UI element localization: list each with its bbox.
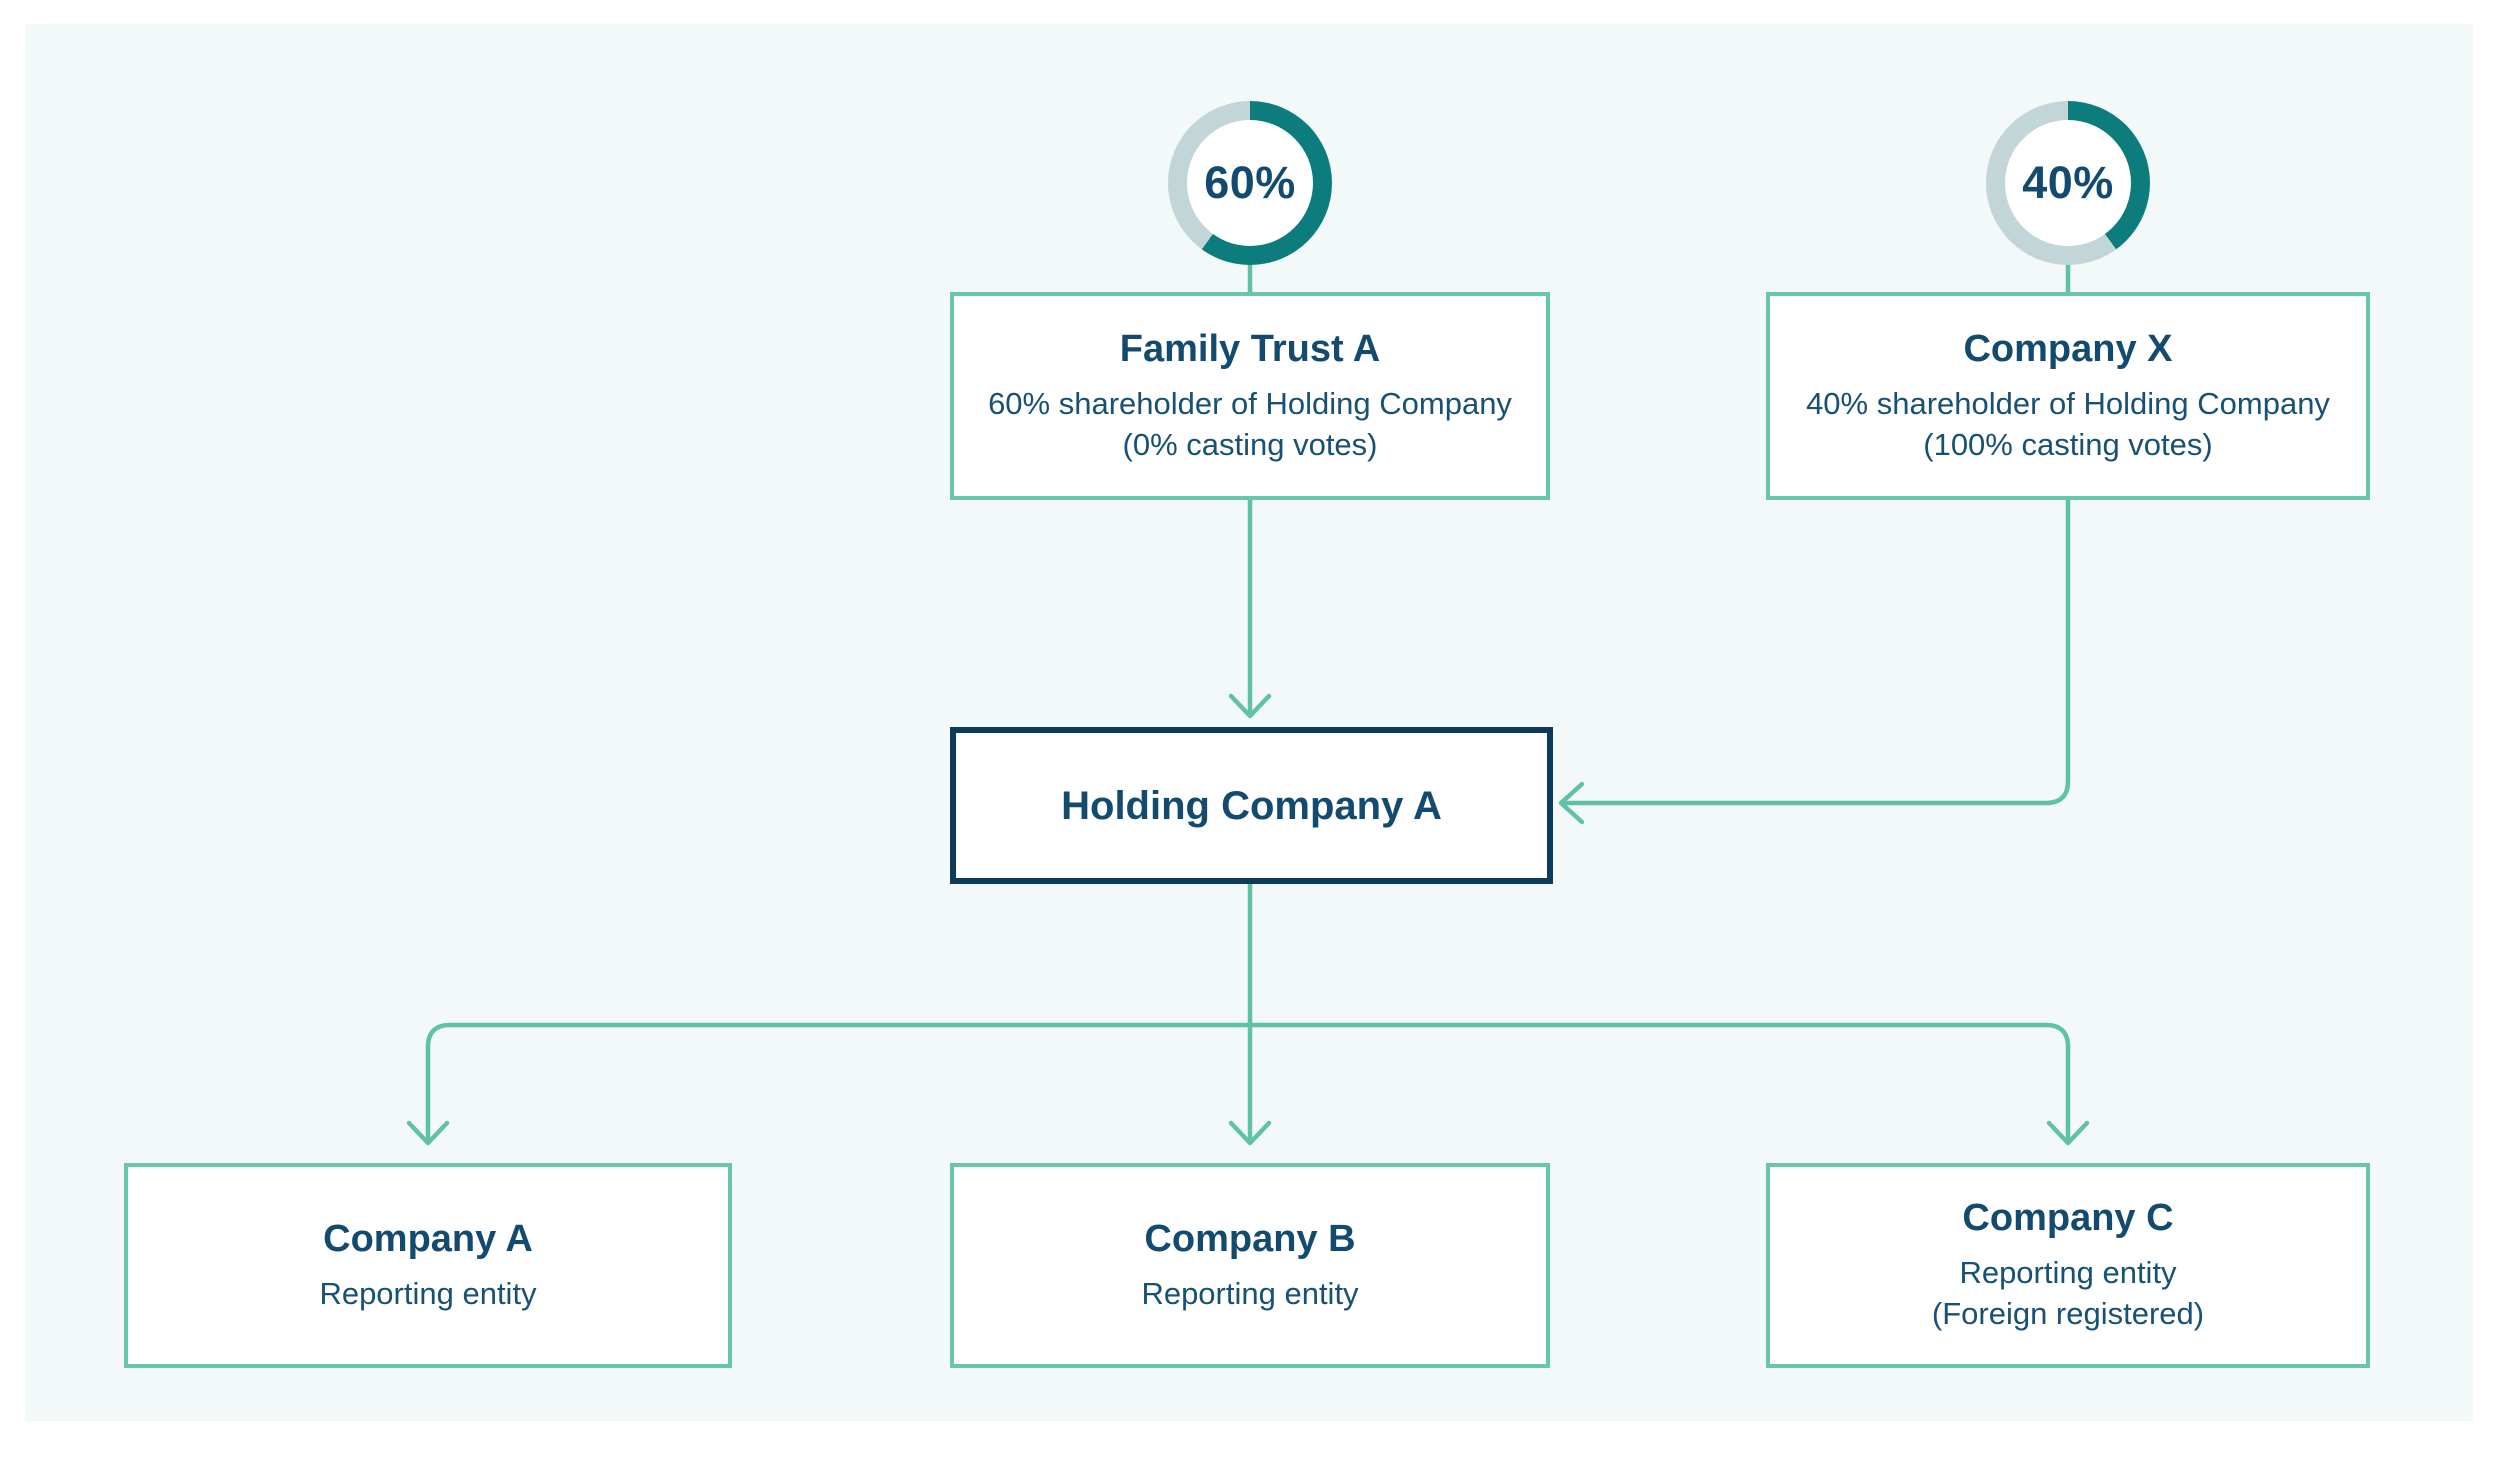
node-company-x: Company X 40% shareholder of Holding Com… <box>1766 292 2370 500</box>
node-company-c: Company C Reporting entity (Foreign regi… <box>1766 1163 2370 1368</box>
donut-60-label: 60% <box>1204 157 1296 208</box>
company-x-title: Company X <box>1963 327 2173 370</box>
node-family-trust-a: Family Trust A 60% shareholder of Holdin… <box>950 292 1550 500</box>
donut-40-hole: 40% <box>2005 120 2131 246</box>
donut-60-hole: 60% <box>1187 120 1313 246</box>
node-company-b: Company B Reporting entity <box>950 1163 1550 1368</box>
node-company-a: Company A Reporting entity <box>124 1163 732 1368</box>
company-c-line-1: Reporting entity <box>1959 1255 2177 1291</box>
node-holding-company-a: Holding Company A <box>950 727 1553 884</box>
donut-40-label: 40% <box>2022 157 2114 208</box>
company-b-line-1: Reporting entity <box>1141 1275 1359 1311</box>
company-c-line-2: (Foreign registered) <box>1931 1296 2205 1332</box>
donut-chart-60: 60% <box>1168 101 1332 265</box>
company-a-title: Company A <box>323 1218 533 1261</box>
company-x-line-1: 40% shareholder of Holding Company <box>1806 385 2330 421</box>
family-trust-a-line-2: (0% casting votes) <box>1122 426 1378 462</box>
donut-chart-40: 40% <box>1986 101 2150 265</box>
company-b-title: Company B <box>1144 1218 1356 1261</box>
family-trust-a-title: Family Trust A <box>1119 327 1381 370</box>
family-trust-a-line-1: 60% shareholder of Holding Company <box>988 385 1512 421</box>
company-c-title: Company C <box>1962 1197 2174 1240</box>
company-x-line-2: (100% casting votes) <box>1923 426 2213 462</box>
company-a-line-1: Reporting entity <box>319 1275 537 1311</box>
holding-company-a-title: Holding Company A <box>1061 783 1442 828</box>
